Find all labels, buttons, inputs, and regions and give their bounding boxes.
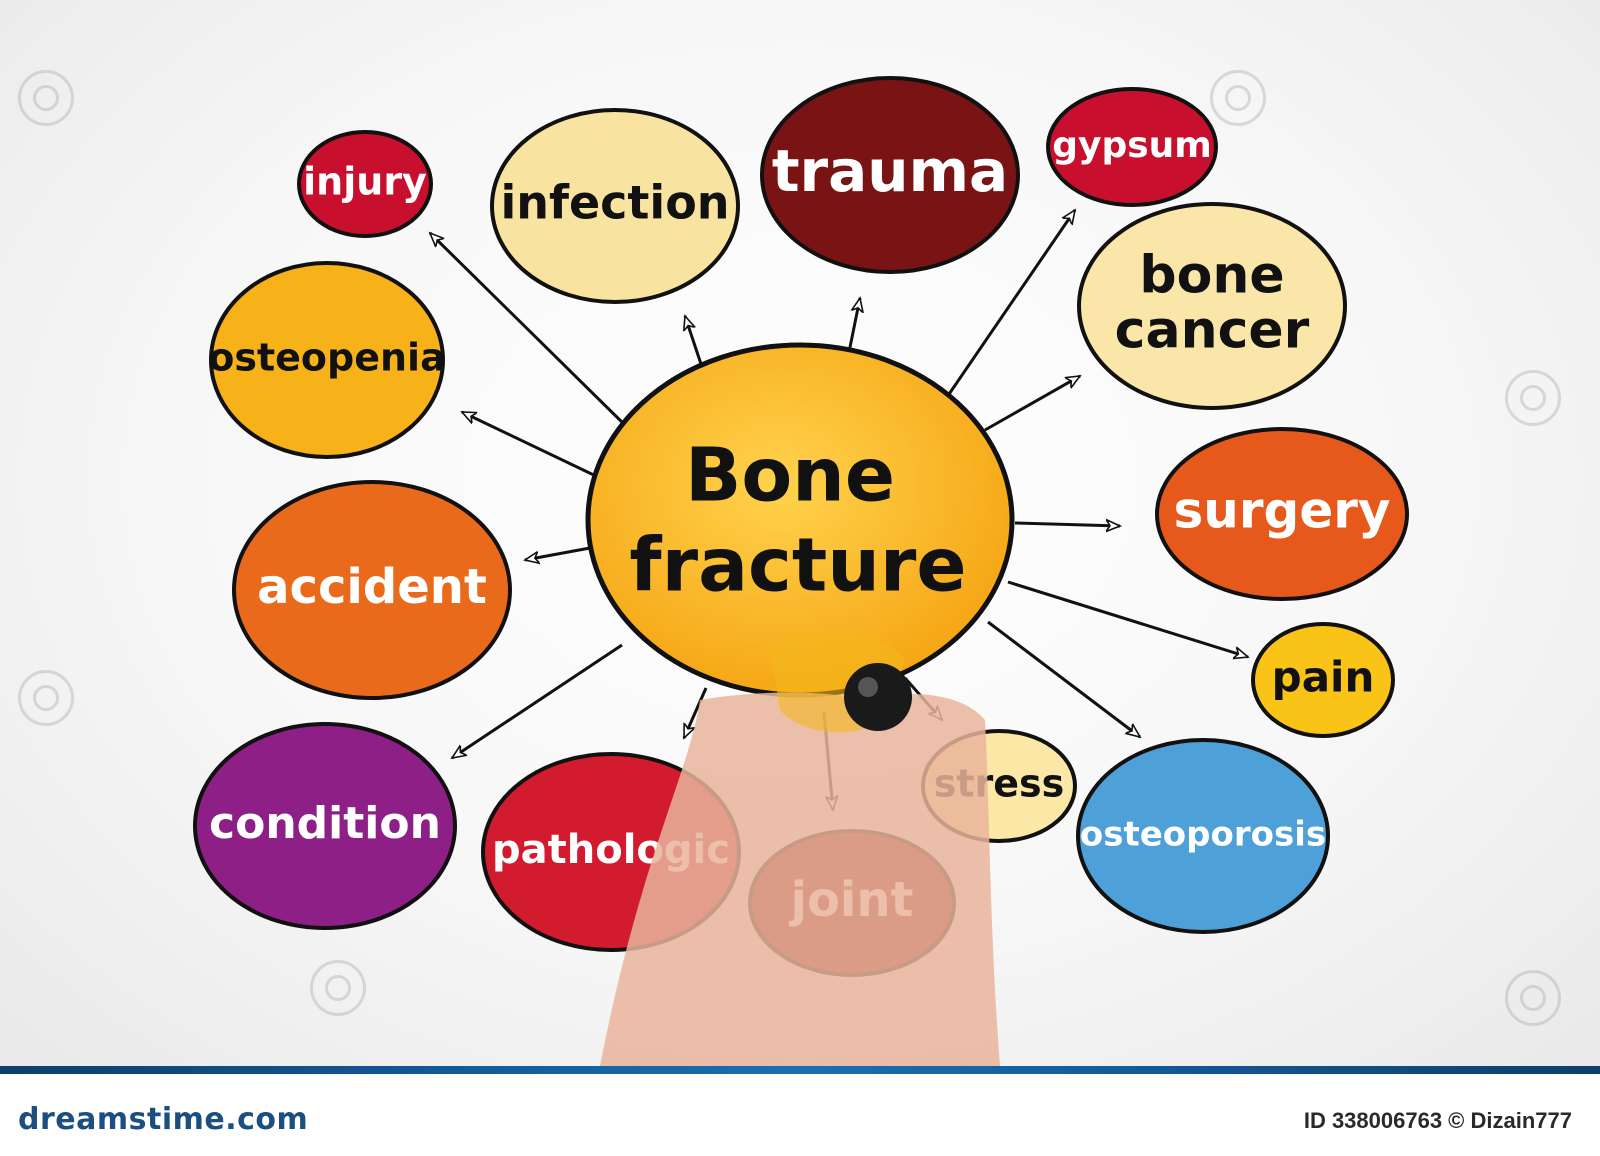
image-credit: ID 338006763 © Dizain777	[1303, 1108, 1572, 1133]
node-bubble	[297, 130, 433, 238]
watermark-icon	[18, 670, 74, 726]
node-bubble	[1076, 738, 1330, 934]
brand-wordmark[interactable]: dreamstime.com	[18, 1102, 309, 1137]
node-label: condition	[209, 798, 441, 849]
connector-arrow	[987, 620, 1140, 737]
node-pain: pain	[1251, 622, 1395, 738]
node-bubble	[1155, 427, 1409, 601]
connector-arrow	[525, 546, 591, 560]
node-label: accident	[257, 559, 487, 615]
node-label: osteoporosis	[1080, 815, 1326, 855]
node-bubble	[1077, 202, 1347, 410]
node-bubble	[1046, 87, 1218, 207]
center-title-line2: fracture	[629, 523, 966, 609]
connector-arrow	[943, 210, 1077, 401]
watermark-icon	[1210, 70, 1266, 126]
connector-arrow	[984, 374, 1080, 432]
node-label: pain	[1272, 653, 1375, 702]
connector-arrow	[452, 643, 623, 760]
watermark-icon	[18, 70, 74, 126]
connector-arrow	[462, 410, 601, 480]
marker-hand	[600, 630, 1000, 1066]
connector-arrow	[1007, 580, 1248, 657]
footer-bar	[0, 1066, 1600, 1074]
node-accident: accident	[232, 480, 512, 700]
node-osteopenia: osteopenia	[208, 261, 446, 459]
center-title-line1: Bone	[685, 433, 895, 519]
node-label: surgery	[1174, 482, 1391, 540]
node-surgery: surgery	[1155, 427, 1409, 601]
watermark-icon	[1505, 370, 1561, 426]
node-label: bone	[1139, 246, 1284, 306]
connector-arrow	[430, 233, 632, 432]
node-bubble	[1251, 622, 1395, 738]
node-bubble	[193, 722, 457, 930]
node-label: gypsum	[1052, 125, 1212, 166]
center-node: Bone fracture	[585, 342, 1015, 698]
node-label: infection	[500, 176, 729, 230]
node-injury: injury	[297, 130, 433, 238]
connector-arrow	[685, 316, 705, 371]
node-osteoporosis: osteoporosis	[1076, 738, 1330, 934]
connector-arrow	[1014, 523, 1120, 526]
node-bubble	[490, 108, 740, 304]
node-condition: condition	[193, 722, 457, 930]
connector-arrow	[682, 687, 708, 738]
marker-tip	[844, 663, 912, 731]
node-label: cancer	[1115, 300, 1310, 360]
watermark-icon	[1505, 970, 1561, 1026]
node-trauma: trauma	[760, 76, 1020, 274]
footer: dreamstime.com ID 338006763 © Dizain777	[0, 1066, 1600, 1156]
node-bubble	[760, 76, 1020, 274]
node-bubble	[232, 480, 512, 700]
node-label: trauma	[772, 137, 1008, 205]
node-label: osteopenia	[208, 336, 445, 380]
node-gypsum: gypsum	[1046, 87, 1218, 207]
node-label: injury	[303, 160, 427, 204]
node-bubble	[209, 261, 445, 459]
watermark-icon	[310, 960, 366, 1016]
node-infection: infection	[490, 108, 740, 304]
